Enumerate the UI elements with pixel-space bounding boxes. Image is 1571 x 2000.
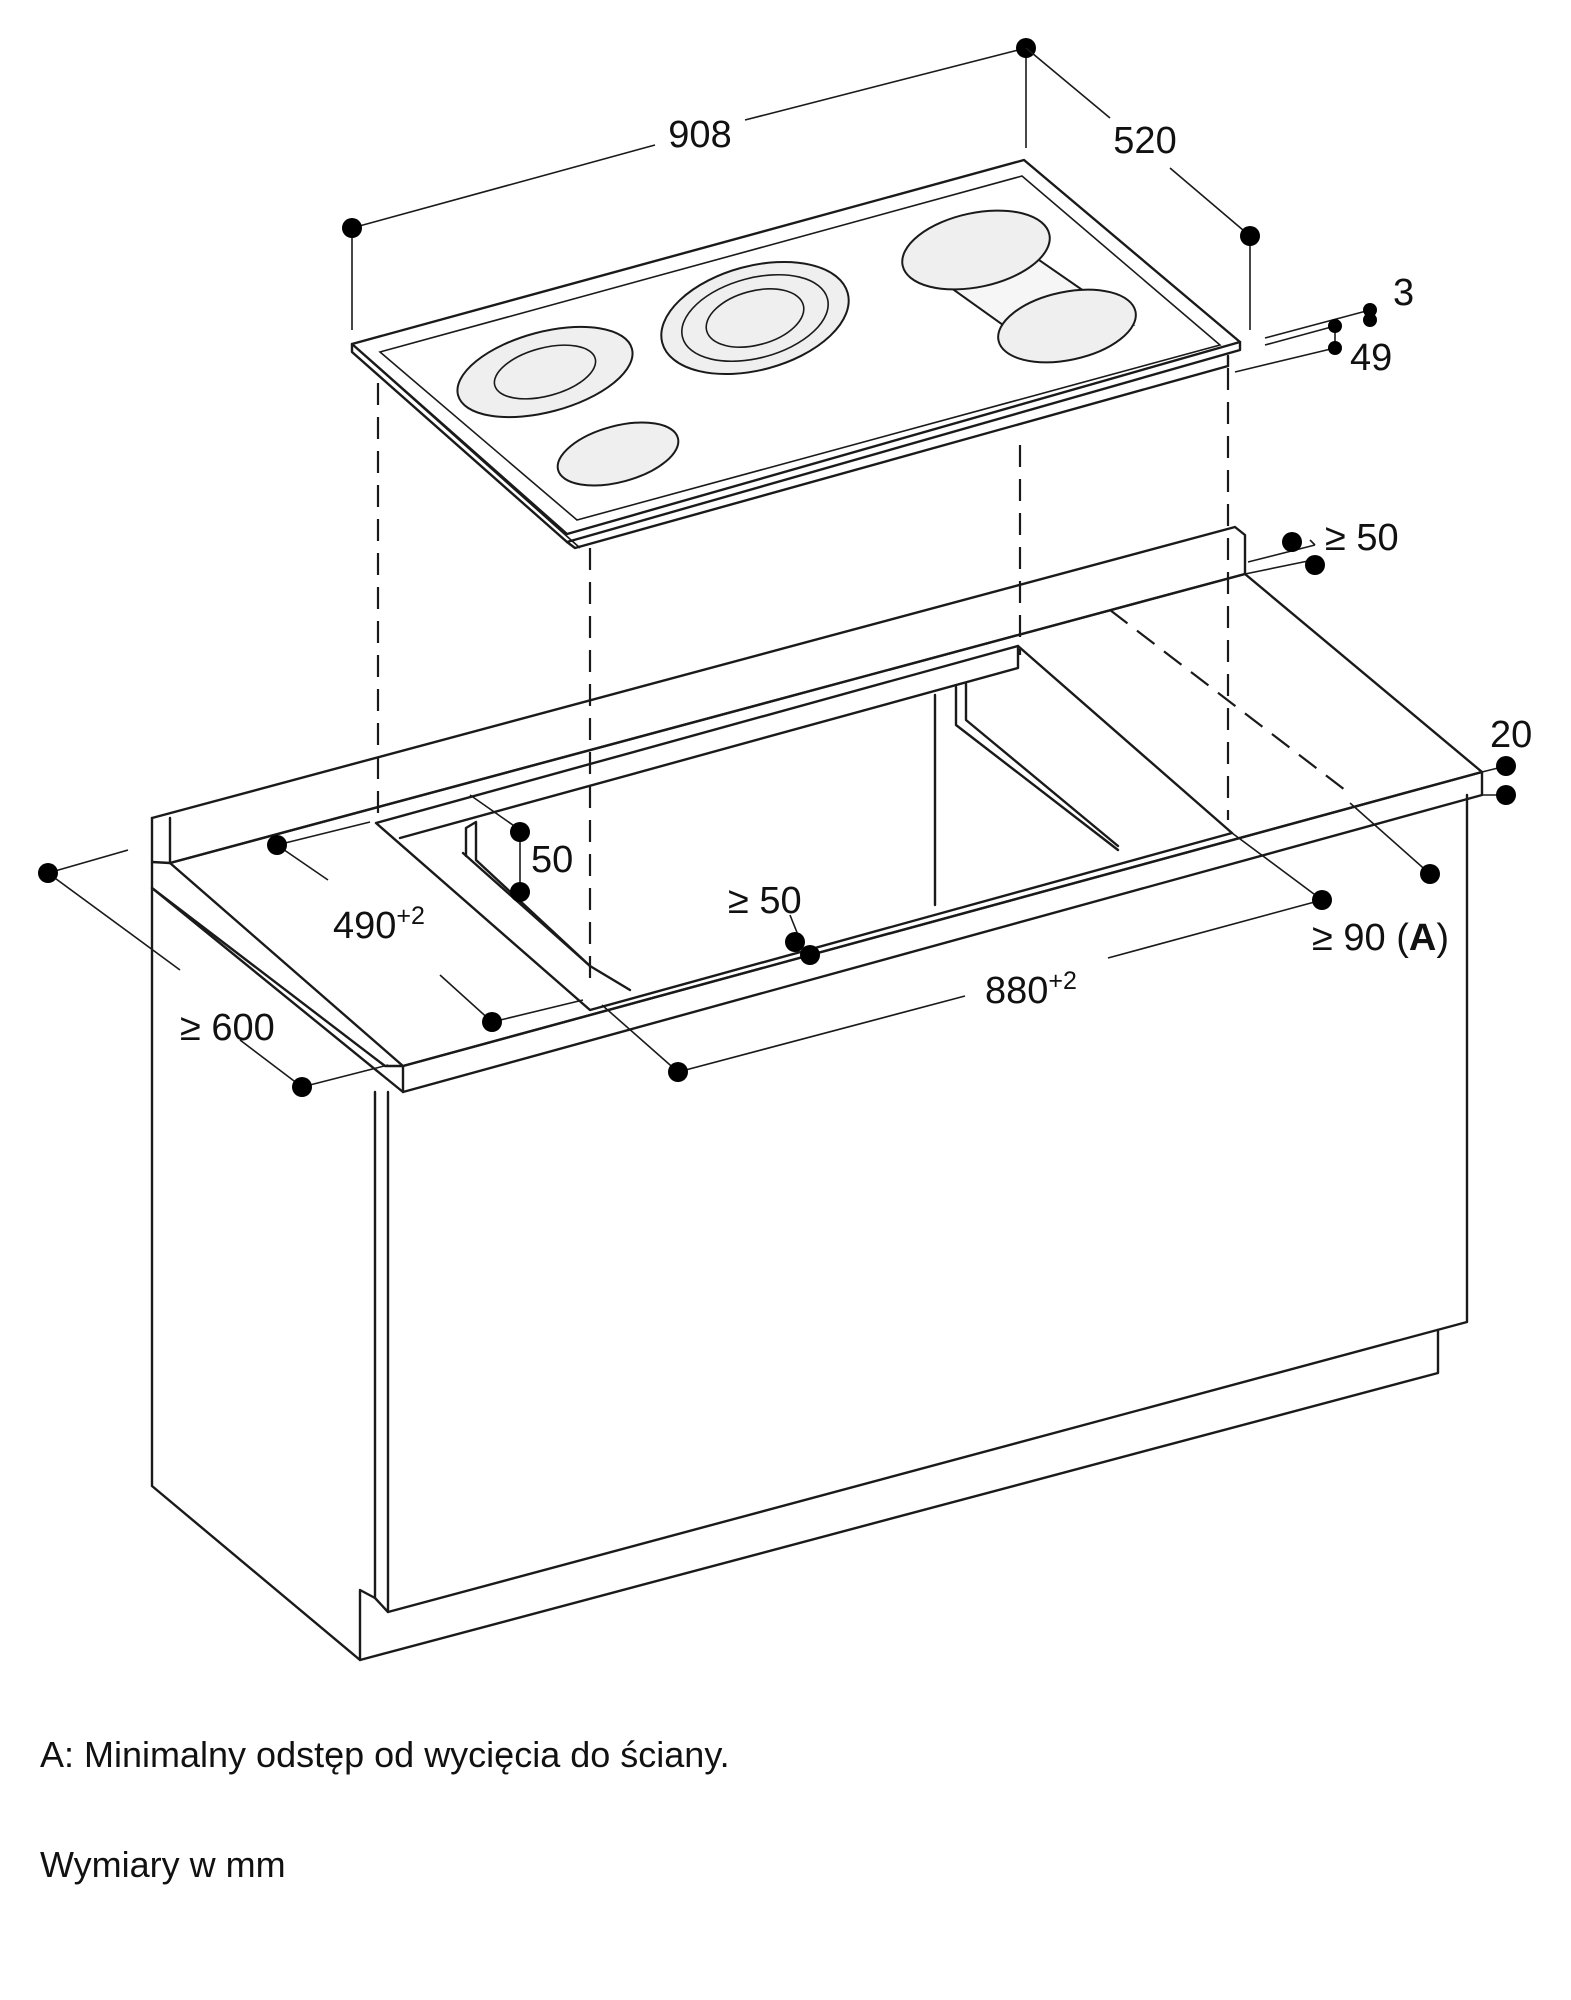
zone-left-rear-inner [493, 344, 597, 400]
zone-right-front [997, 288, 1137, 364]
worktop [150, 525, 1484, 1094]
dim-cutout-width-tolerance: +2 [1048, 967, 1077, 995]
cutout-inner-rear [398, 644, 1020, 840]
dim-cutout-width-value: 880 [985, 970, 1048, 1012]
dim-installation-height: 49 [1350, 337, 1392, 379]
dim-wall-distance-close: ) [1436, 917, 1449, 959]
dim-wall-distance: ≥ 90 (A) [1312, 917, 1449, 959]
dim-wall-distance-value: ≥ 90 ( [1312, 917, 1409, 959]
zone-right-rear [901, 209, 1051, 291]
dim-hob-depth: 520 [1113, 120, 1176, 162]
dim-side-gap: 50 [531, 839, 573, 881]
hob-frame-bottom [565, 364, 1230, 550]
dimension-labels: 908 520 3 49 ≥ 50 20 50 ≥ 50 490+2 880+2… [180, 114, 1532, 1049]
dim-front-gap: ≥ 50 [728, 880, 802, 922]
dim-wall-distance-marker: A [1409, 917, 1436, 959]
backsplash-face [150, 525, 1247, 865]
dimension-lines [38, 38, 1516, 1097]
units-note: Wymiary w mm [40, 1844, 286, 1885]
legend-a-note: A: Minimalny odstęp od wycięcia do ścian… [40, 1734, 730, 1775]
cabinet-front-door [386, 793, 1469, 1614]
zone-left-rear [456, 325, 634, 419]
backsplash-top-edge [150, 816, 172, 865]
worktop-left-edge [150, 860, 405, 1068]
dim-cutout-depth-value: 490 [333, 905, 396, 947]
projection-lines [376, 368, 1346, 990]
dim-hob-width: 908 [668, 114, 731, 156]
cabinet-left-side [150, 886, 377, 1662]
installation-diagram: 908 520 3 49 ≥ 50 20 50 ≥ 50 490+2 880+2… [38, 38, 1532, 1662]
dim-cutout-depth: 490+2 [333, 902, 425, 947]
base-cabinet [150, 793, 1469, 1662]
zone-left-front [556, 421, 680, 487]
zone-center-mid-ring [681, 273, 829, 363]
hob [350, 158, 1242, 550]
dim-worktop-depth: ≥ 600 [180, 1007, 275, 1049]
dim-cutout-width: 880+2 [985, 967, 1077, 1012]
dim-glass-thickness: 3 [1393, 272, 1414, 314]
zone-center [660, 260, 850, 376]
cutout-right-rail [954, 682, 1120, 852]
worktop-top-surface [168, 572, 1484, 1068]
dim-worktop-thickness: 20 [1490, 714, 1532, 756]
dim-cutout-depth-tolerance: +2 [396, 902, 425, 930]
hob-frame-lip [371, 361, 581, 549]
hob-glass-inner-border [378, 175, 1222, 521]
dim-rear-clearance: ≥ 50 [1325, 517, 1399, 559]
cabinet-plinth [358, 1328, 1440, 1662]
zone-center-inner-ring [705, 288, 805, 348]
cooking-zones [456, 209, 1137, 487]
cutout [374, 644, 1234, 1012]
